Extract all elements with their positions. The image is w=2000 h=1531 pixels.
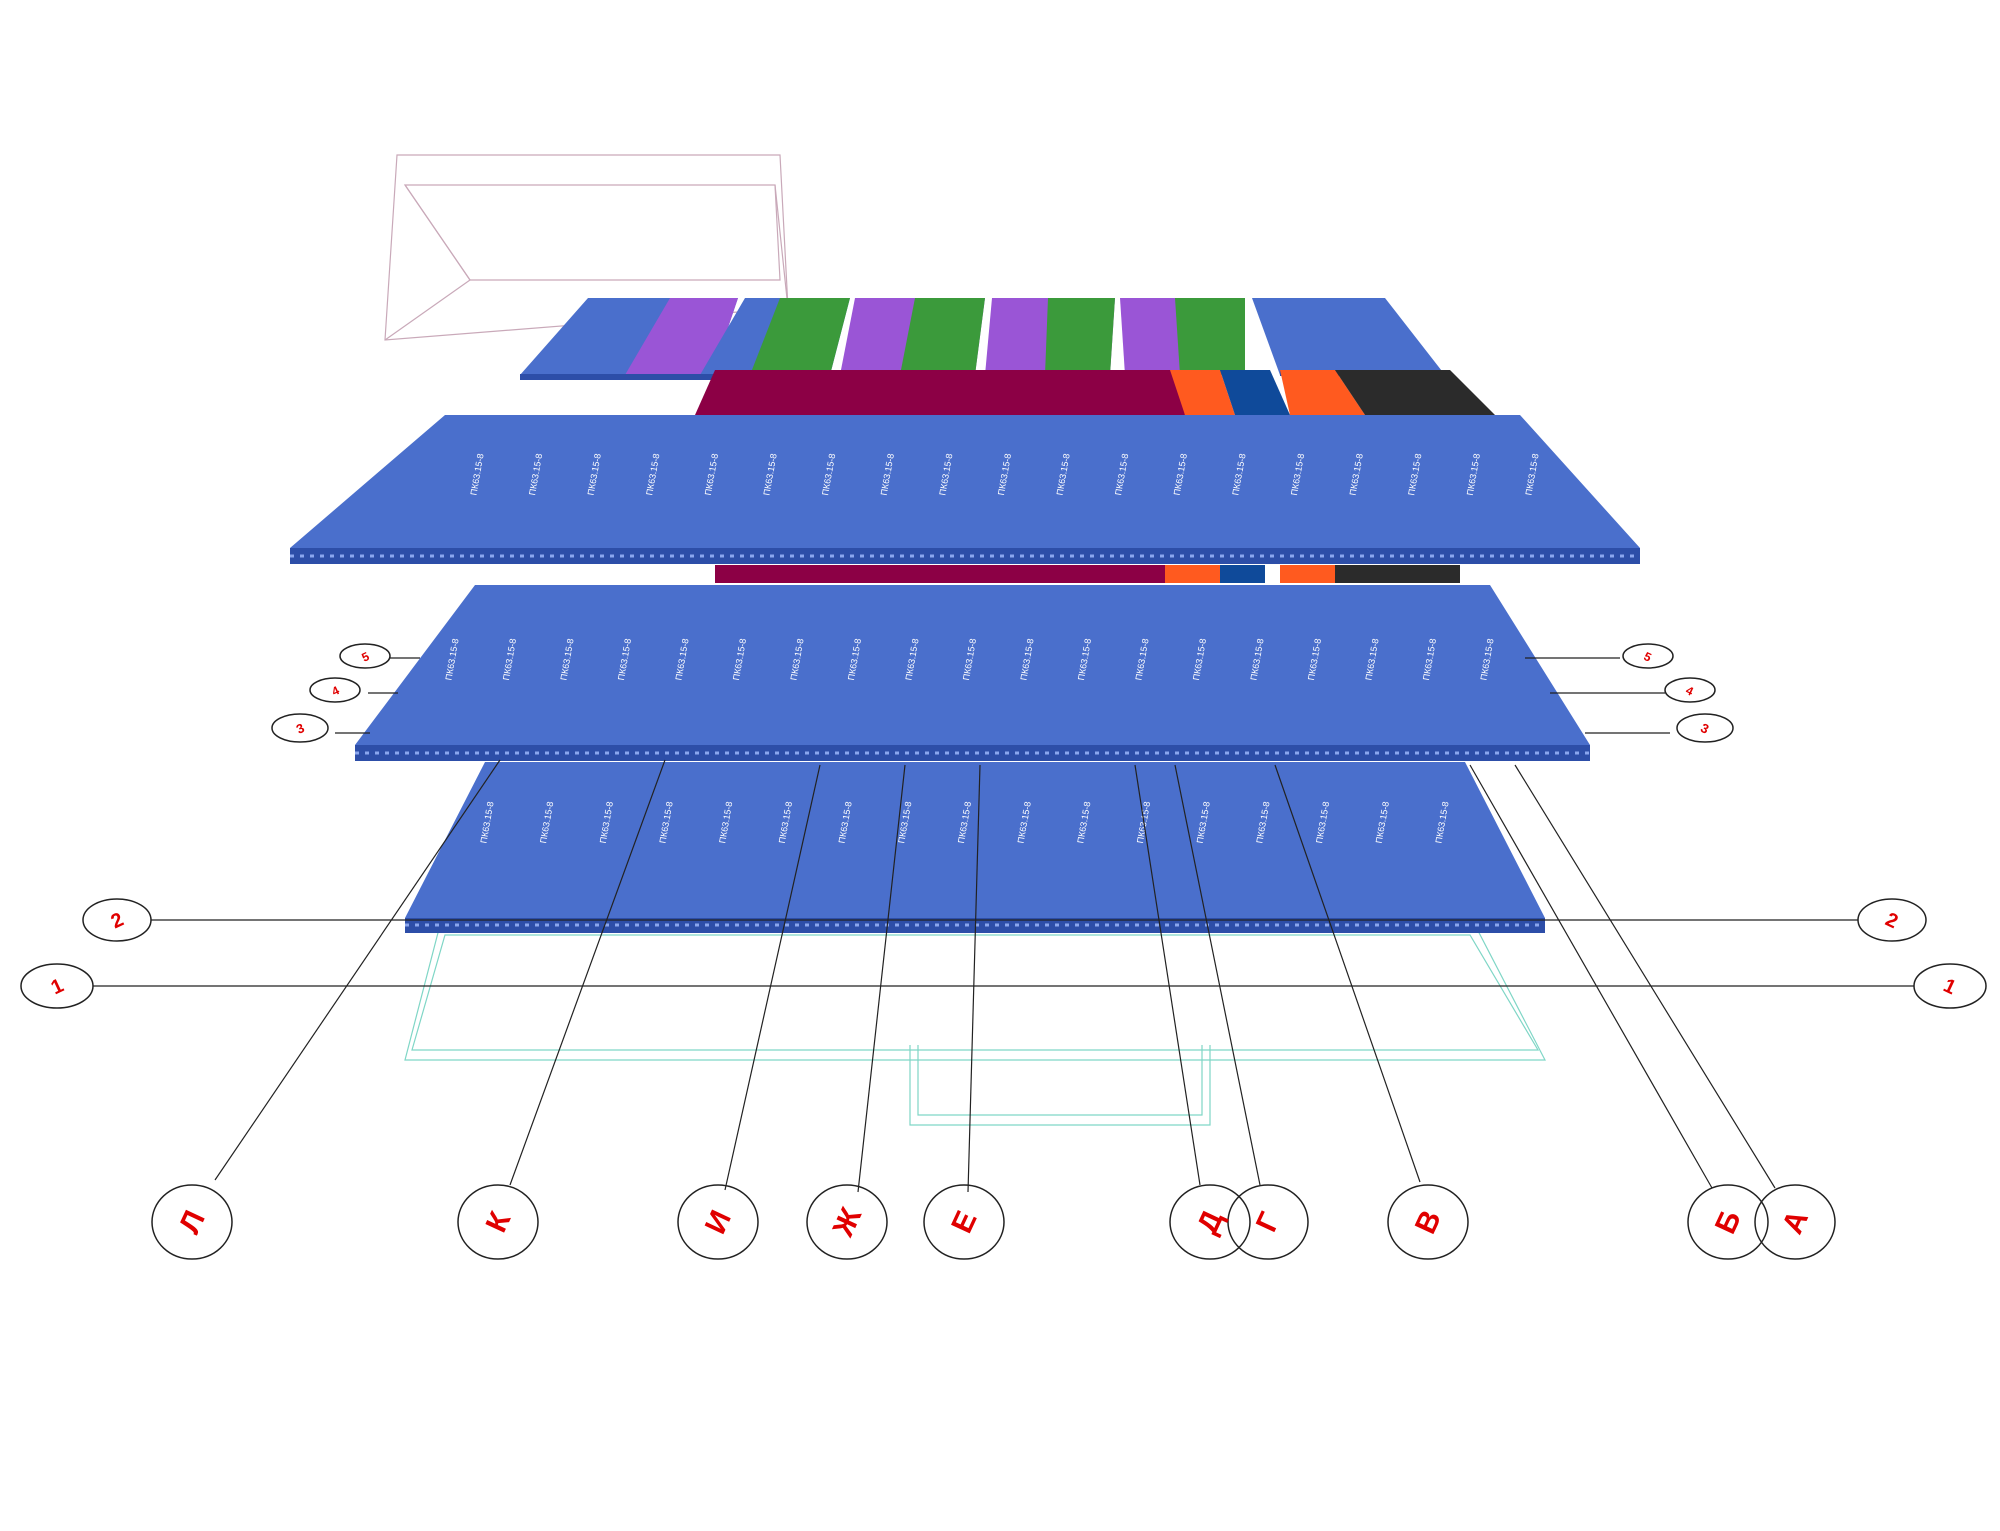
row-axis-lines	[90, 657, 1918, 987]
middle-floor-slab	[355, 585, 1590, 761]
row-bubble-1-right	[1913, 963, 1987, 1009]
column-bubble-b	[1687, 1184, 1769, 1260]
column-bubble-e	[923, 1184, 1005, 1260]
row-bubble-1-left	[20, 963, 94, 1009]
row-bubble-4-right	[1664, 677, 1716, 703]
column-bubble-v	[1387, 1184, 1469, 1260]
row-bubble-5-left	[339, 643, 391, 669]
row-bubble-3-left	[271, 713, 329, 743]
column-bubble-d	[1169, 1184, 1251, 1260]
column-axis-lines	[214, 759, 1776, 1193]
row-bubble-3-right	[1676, 713, 1734, 743]
column-bubble-l	[151, 1184, 233, 1260]
upper-floor-slab	[290, 415, 1640, 564]
row-bubble-5-right	[1622, 643, 1674, 669]
row-bubble-2-left	[82, 898, 152, 942]
row-bubble-4-left	[309, 677, 361, 703]
lower-floor-slab	[405, 762, 1545, 933]
column-bubble-g	[1227, 1184, 1309, 1260]
colored-strip-upper	[695, 370, 1495, 415]
row-axis-bubbles	[20, 643, 1987, 1009]
column-bubble-k	[457, 1184, 539, 1260]
colored-strip-lower	[715, 565, 1460, 583]
column-bubble-a	[1754, 1184, 1836, 1260]
column-bubble-i	[677, 1184, 759, 1260]
column-axis-bubbles	[151, 1184, 1836, 1260]
top-slab-row	[520, 298, 1450, 380]
column-bubble-zh	[806, 1184, 888, 1260]
row-bubble-2-right	[1857, 898, 1927, 942]
